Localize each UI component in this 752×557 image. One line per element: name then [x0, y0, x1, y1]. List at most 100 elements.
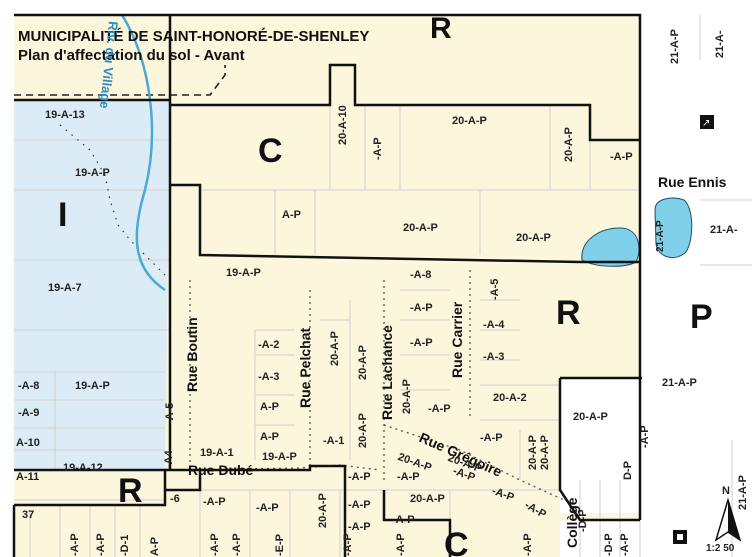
lot-label: -E-P [274, 534, 286, 556]
lot-label: 20-A-P [563, 127, 575, 162]
lot-label: -A-P [342, 533, 354, 556]
lot-label: 21-A-P [662, 377, 697, 389]
lot-label: -A-P [69, 533, 81, 556]
lot-label: 20-A-P [527, 435, 539, 470]
lot-label: 20-A-P [317, 493, 329, 528]
building-icon [673, 530, 687, 544]
lot-label: 21-A- [714, 30, 726, 58]
lot-label: 20-A-P [516, 232, 551, 244]
zone-label-r-top: R [430, 12, 452, 45]
lot-label: 20-A-P [329, 331, 341, 366]
zone-label-c-top: C [258, 132, 283, 170]
lot-label: -A-P [348, 499, 371, 511]
pond-east [581, 227, 640, 267]
lot-label: -A-P [372, 137, 384, 160]
dashed-boundary [14, 65, 226, 96]
lot-label: -D-1 [119, 534, 131, 556]
lot-label: -A-P [231, 533, 243, 556]
street-label-boutin: Rue Boutin [184, 317, 200, 392]
lot-label: 20-A-P [410, 493, 445, 505]
lot-label: 20-A-P [452, 115, 487, 127]
zone-label-r-mid: R [556, 294, 581, 332]
lot-label: -A-8 [410, 269, 432, 281]
lot-label: -A-P [397, 471, 420, 483]
map-subtitle: Plan d'affectation du sol - Avant [18, 46, 245, 64]
lot-label: -A-P [522, 533, 534, 556]
lot-label: 21-A-P [737, 475, 749, 510]
lot-label: -A-P [619, 533, 631, 556]
lot-label: -A-P [203, 496, 226, 508]
lot-label: -A-P [480, 432, 503, 444]
lot-label: -A-3 [483, 351, 505, 363]
zone-label-r-low: R [118, 472, 143, 510]
lot-label: 19-A-1 [200, 447, 234, 459]
north-label: N [722, 485, 730, 497]
lot-label: -A-P [610, 151, 633, 163]
lot-label: -A-P [410, 302, 433, 314]
lot-label: -A4 [163, 450, 175, 468]
lot-label: -A-9 [18, 407, 40, 419]
lot-label: -A-P [348, 471, 371, 483]
lot-label: -A-P [639, 425, 651, 448]
lot-label: 19-A-7 [48, 282, 82, 294]
lot-label: -A-4 [483, 319, 505, 331]
lot-label: -A-P [428, 403, 451, 415]
lot-label: 19-A-12 [63, 462, 103, 474]
lot-label: -A-5 [489, 278, 501, 300]
lot-label: A-P [260, 401, 279, 413]
lot-label: -A-2 [258, 339, 280, 351]
zone-label-c-low: C [444, 526, 469, 557]
lot-label: -A-P [410, 337, 433, 349]
lot-label: 20-A-P [357, 413, 369, 448]
lot-label: 20-A-P [573, 411, 608, 423]
lot-label: -D-P [577, 509, 589, 532]
lot-label: -A-P [95, 533, 107, 556]
scale-label: 1:2 50 [706, 543, 735, 554]
pond-ennis [654, 197, 693, 259]
lot-label: D-P [622, 461, 634, 480]
lot-label: 37 [22, 509, 35, 521]
industrial-zone-fill [14, 100, 170, 470]
lot-label: -A-P [392, 514, 415, 526]
lot-lines [14, 15, 752, 557]
river [120, 14, 166, 292]
lot-label: -6 [170, 493, 180, 505]
lot-label: A-10 [16, 437, 40, 449]
street-label-lachance: Rue Lachance [379, 325, 395, 420]
lot-label: A-P [149, 537, 161, 556]
lot-label: 19-A-P [75, 380, 110, 392]
zone-label-i: I [58, 196, 68, 234]
college-zone-fill [560, 378, 642, 513]
lot-label: -D-P [603, 533, 615, 556]
lot-label: -A-P [348, 521, 371, 533]
svg-text:↗: ↗ [702, 118, 710, 129]
lot-label: -A-3 [258, 371, 280, 383]
lot-label: -A-P [395, 533, 407, 556]
north-arrow-icon [714, 497, 742, 542]
lot-label: 19-A-P [262, 451, 297, 463]
lot-label: 20-A-P [357, 345, 369, 380]
map-title: MUNICIPALITÉ DE SAINT-HONORÉ-DE-SHENLEY [18, 28, 370, 45]
street-label-pelchat: Rue Pelchat [297, 327, 313, 408]
lot-label: -A-8 [18, 380, 40, 392]
lot-label: 21-A-P [655, 220, 666, 252]
lot-label: 20-A-P [403, 222, 438, 234]
zone-label-p: P [690, 298, 713, 336]
lot-label: 20-A-10 [337, 105, 349, 145]
lot-label: 19-A-13 [45, 109, 85, 121]
lot-label: 20-A-2 [493, 392, 527, 404]
lot-label: A-11 [16, 471, 40, 483]
lot-label: -A-P [209, 533, 221, 556]
public-zone-fill [643, 15, 752, 557]
lot-label: 19-A-P [75, 167, 110, 179]
street-label-carrier: Rue Carrier [449, 301, 465, 378]
street-label-dube: Rue Dubé [188, 462, 254, 478]
map-title-block: MUNICIPALITÉ DE SAINT-HONORÉ-DE-SHENLEY … [18, 28, 369, 66]
zone-boundaries [12, 13, 642, 557]
church-icon: ↗ [700, 115, 714, 129]
lot-label: -A-1 [323, 435, 345, 447]
lot-label: 20-A-P [539, 435, 551, 470]
street-label-ennis: Rue Ennis [658, 174, 727, 190]
lot-label: 20-A-P [401, 379, 413, 414]
